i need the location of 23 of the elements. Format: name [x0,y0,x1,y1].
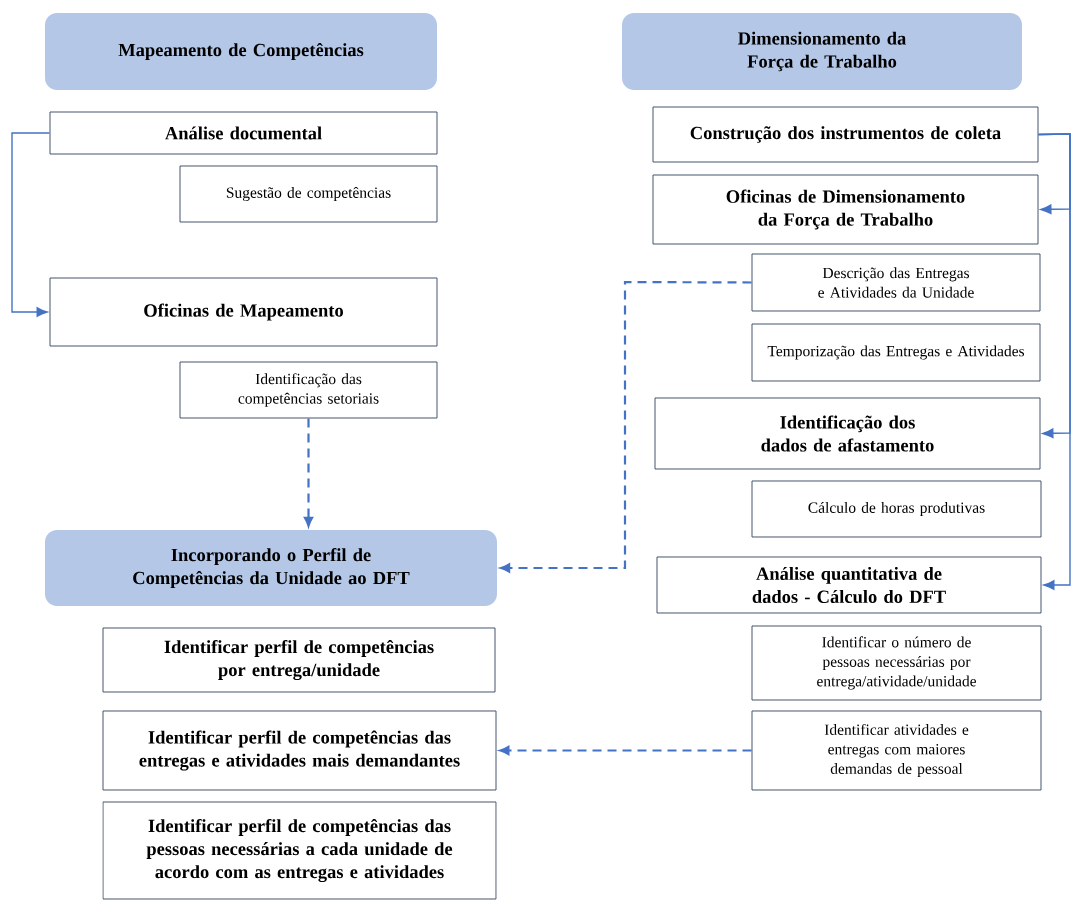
header-box: Incorporando o Perfil de Competências da Unidade ao DFT [45,530,497,606]
arrow [499,745,752,756]
step-box: Identificação das competências setoriais [179,361,438,419]
arrow [500,280,752,573]
process-box: Análise quantitativa de dados - Cálculo do DFT [656,556,1042,614]
process-box: Oficinas de Dimensionamento da Força de Trabalho [652,174,1039,245]
process-box: Identificar perfil de competências das pessoas necessárias a cada unidade de acordo com as entregas e atividades [102,801,497,900]
step-box: Cálculo de horas produtivas [751,480,1042,538]
process-box: Análise documental [49,111,438,155]
process-box: Identificação dos dados de afastamento [654,397,1041,470]
step-box: Identificar o número de pessoas necessárias por entrega/atividade/unidade [751,625,1042,701]
arrow [11,132,51,317]
step-box: Sugestão de competências [179,165,438,223]
header-box: Dimensionamento da Força de Trabalho [622,13,1022,90]
arrow [1037,133,1071,590]
process-box: Identificar perfil de competências por entrega/unidade [102,627,496,693]
process-box: Construção dos instrumentos de coleta [652,106,1039,163]
step-box: Descrição das Entregas e Atividades da Unidade [751,253,1041,312]
header-box: Mapeamento de Competências [45,13,437,90]
step-box: Identificar atividades e entregas com maiores demandas de pessoal [751,710,1042,791]
step-box: Temporização das Entregas e Atividades [751,323,1041,382]
process-box: Identificar perfil de competências das entregas e atividades mais demandantes [102,710,497,791]
process-box: Oficinas de Mapeamento [49,277,438,347]
